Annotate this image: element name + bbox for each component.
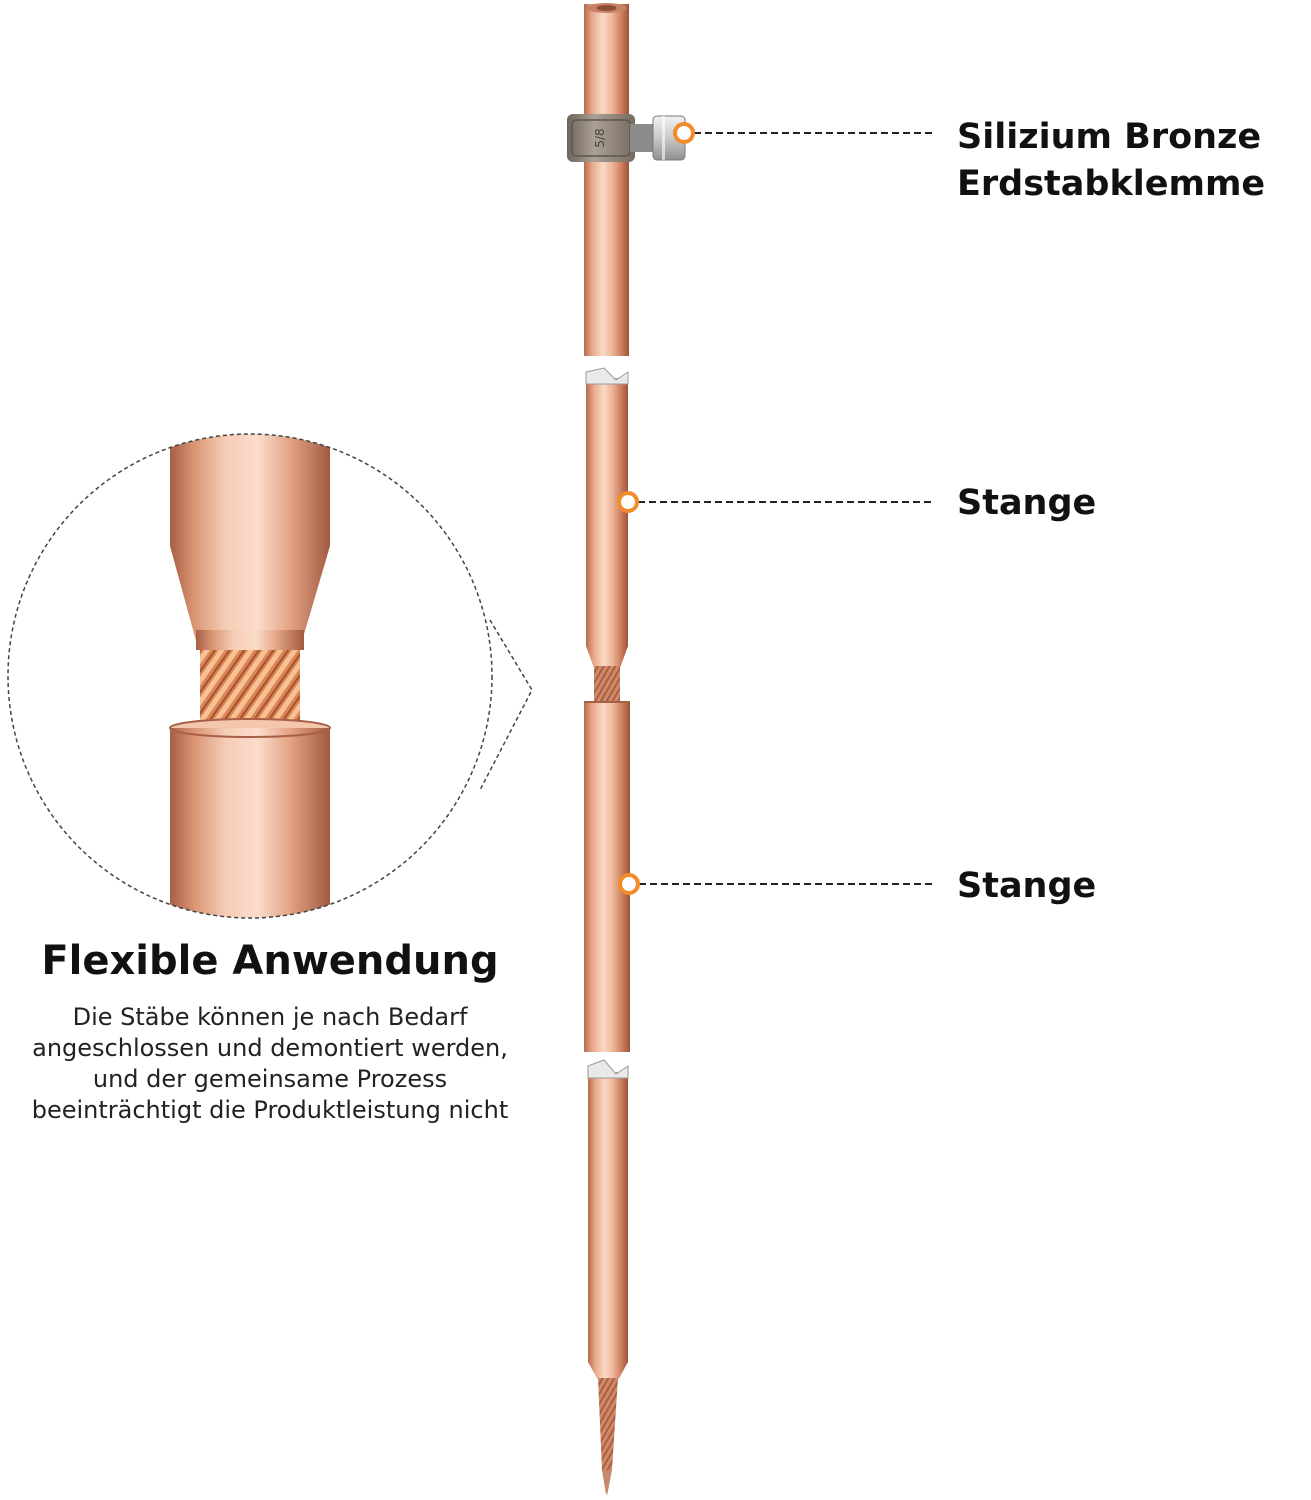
callout-label-rod-upper: Stange: [957, 483, 1097, 523]
rod-segment-bottom: [587, 1059, 629, 1496]
callout-label-rod-lower: Stange: [957, 866, 1097, 906]
clamp-marking: 5/8: [593, 128, 607, 147]
zoom-detail-circle: [7, 433, 533, 919]
callout-label-clamp-line1: Silizium Bronze: [957, 117, 1262, 157]
callout-label-clamp-line2: Erdstabklemme: [957, 164, 1266, 204]
feature-description-line: und der gemeinsame Prozess: [92, 1065, 448, 1093]
feature-description-line: beeinträchtigt die Produktleistung nicht: [31, 1096, 509, 1124]
callout-leader-rod-lower: [618, 873, 932, 895]
rod-segment-top: [584, 3, 629, 356]
feature-description-line: angeschlossen und demontiert werden,: [32, 1034, 508, 1062]
callout-leader-rod-upper: [617, 491, 932, 513]
callout-label-clamp: Silizium Bronze Erdstabklemme: [957, 114, 1265, 208]
feature-description-line: Die Stäbe können je nach Bedarf: [72, 1003, 468, 1031]
callout-leader-clamp: [673, 122, 932, 144]
feature-description: Die Stäbe können je nach Bedarf angeschl…: [0, 1002, 540, 1126]
feature-title: Flexible Anwendung: [41, 938, 499, 984]
ground-rod-clamp: 5/8: [567, 114, 686, 162]
rod-segment-middle: [585, 367, 629, 706]
